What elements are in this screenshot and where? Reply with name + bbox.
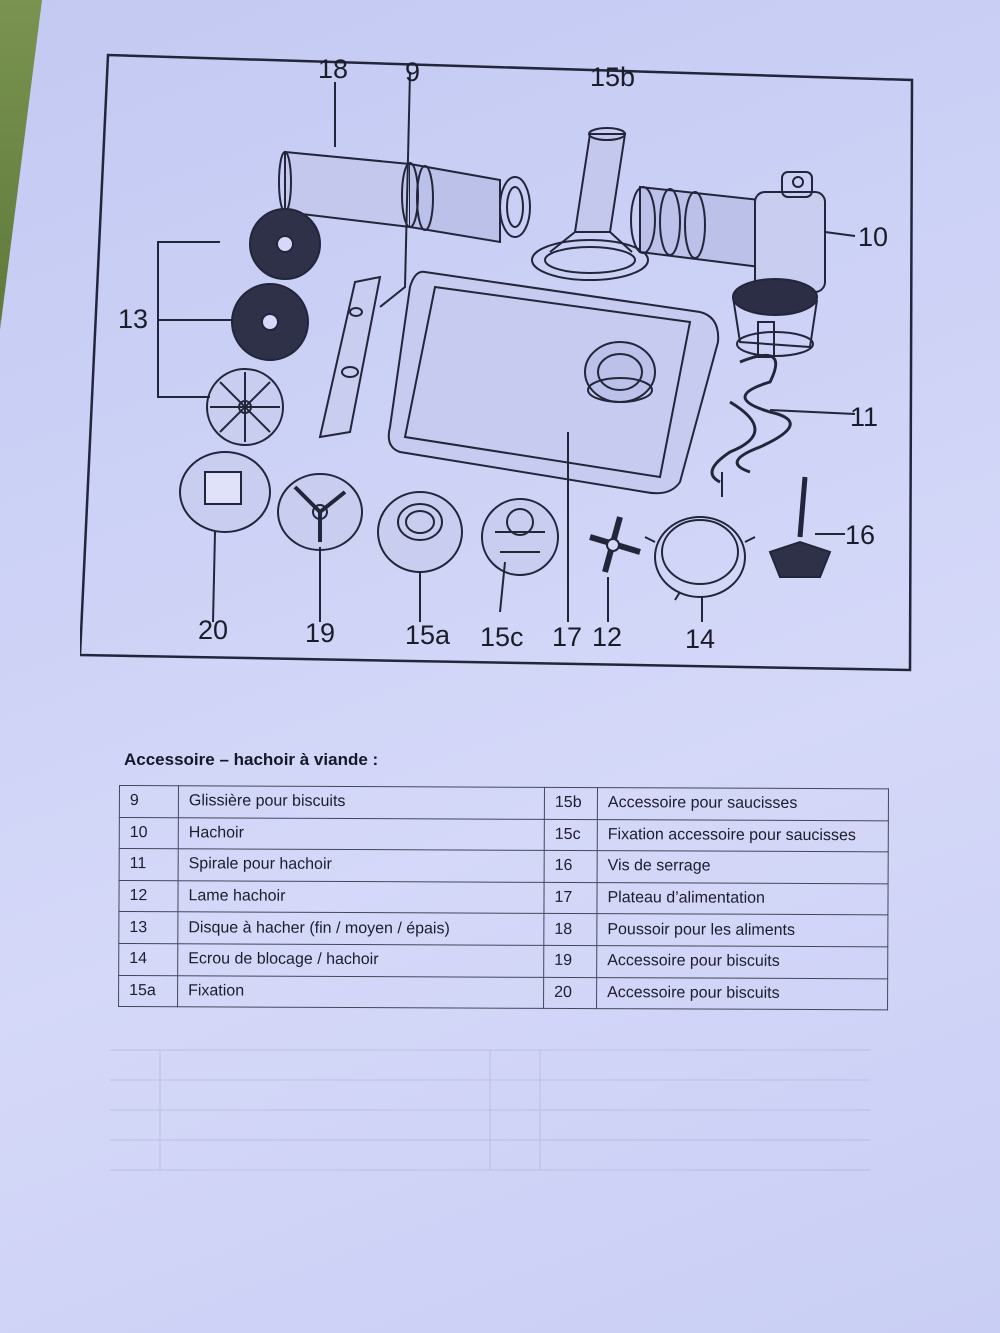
spiral-part <box>710 321 792 497</box>
table-row: 15a Fixation 20 Accessoire pour biscuits <box>118 975 888 1011</box>
part-description: Accessoire pour saucisses <box>597 787 889 821</box>
part-description: Plateau d’alimentation <box>596 882 889 916</box>
part-description: Spirale pour hachoir <box>178 848 545 883</box>
parts-table: 9 Glissière pour biscuits 15b Accessoire… <box>118 785 889 1011</box>
locking-nut-part <box>644 516 756 622</box>
callout-15c: 15c <box>480 622 524 652</box>
part-number: 18 <box>543 913 597 946</box>
callout-15b: 15b <box>590 62 636 92</box>
biscuit-accessory-20-part <box>179 451 271 623</box>
part-description: Fixation accessoire pour saucisses <box>597 819 889 853</box>
table-row: 12 Lame hachoir 17 Plateau d’alimentatio… <box>118 880 889 916</box>
part-description: Hachoir <box>178 817 545 851</box>
table-row: 11 Spirale pour hachoir 16 Vis de serrag… <box>119 848 889 884</box>
fixation-15a-part <box>377 491 463 622</box>
part-number: 13 <box>118 911 178 944</box>
callout-16: 16 <box>845 520 876 550</box>
part-description: Poussoir pour les aliments <box>596 913 888 947</box>
blade-part <box>589 516 641 622</box>
part-description: Lame hachoir <box>177 880 545 914</box>
part-number: 15a <box>118 975 178 1007</box>
table-row: 10 Hachoir 15c Fixation accessoire pour … <box>119 817 889 853</box>
feeding-tray-part <box>387 270 720 495</box>
part-number: 16 <box>544 850 598 883</box>
parts-illustration <box>80 53 914 672</box>
part-number: 11 <box>119 848 179 881</box>
part-number: 12 <box>118 880 179 913</box>
callout-10: 10 <box>858 222 889 252</box>
table-row: 13 Disque à hacher (fin / moyen / épais)… <box>118 911 888 947</box>
callout-11: 11 <box>850 402 879 432</box>
sausage-nozzle-part <box>531 127 649 281</box>
section-title: Accessoire – hachoir à viande : <box>124 750 379 769</box>
part-number: 9 <box>119 785 179 818</box>
callout-15a: 15a <box>405 620 451 650</box>
diagram-border <box>80 53 914 672</box>
part-number: 15b <box>544 787 598 820</box>
part-description: Accessoire pour biscuits <box>596 977 888 1011</box>
part-description: Disque à hacher (fin / moyen / épais) <box>177 912 544 946</box>
part-description: Ecrou de blocage / hachoir <box>177 943 544 977</box>
part-description: Fixation <box>177 975 544 1009</box>
callout-13: 13 <box>118 304 149 334</box>
part-number: 15c <box>544 818 598 851</box>
callout-9: 9 <box>405 57 421 87</box>
callout-14: 14 <box>685 624 716 654</box>
part-description: Glissière pour biscuits <box>178 785 545 819</box>
part-number: 14 <box>118 943 178 976</box>
part-number: 20 <box>543 976 597 1009</box>
callout-18: 18 <box>318 54 349 84</box>
table-row: 14 Ecrou de blocage / hachoir 19 Accesso… <box>118 943 888 979</box>
show-through-lines <box>110 1049 870 1171</box>
mincing-discs-part <box>157 208 321 446</box>
part-description: Accessoire pour biscuits <box>596 945 888 979</box>
callout-17: 17 <box>552 622 583 652</box>
clamping-screw-part <box>768 476 845 578</box>
biscuit-slide-part <box>318 71 411 439</box>
biscuit-accessory-19-part <box>277 473 363 622</box>
grinder-head-part <box>630 171 826 357</box>
part-number: 17 <box>543 882 598 914</box>
part-description: Vis de serrage <box>597 850 889 884</box>
pusher-part <box>278 150 531 244</box>
sausage-fixation-15c-part <box>481 498 559 613</box>
part-number: 19 <box>543 945 597 978</box>
exploded-parts-diagram: 18 9 15b 10 13 11 16 20 19 15a 15c 17 12… <box>80 52 914 672</box>
part-number: 10 <box>119 817 179 849</box>
table-row: 9 Glissière pour biscuits 15b Accessoire… <box>119 785 889 821</box>
callout-12: 12 <box>592 622 623 652</box>
callout-19: 19 <box>305 618 336 648</box>
callout-20: 20 <box>198 615 229 645</box>
